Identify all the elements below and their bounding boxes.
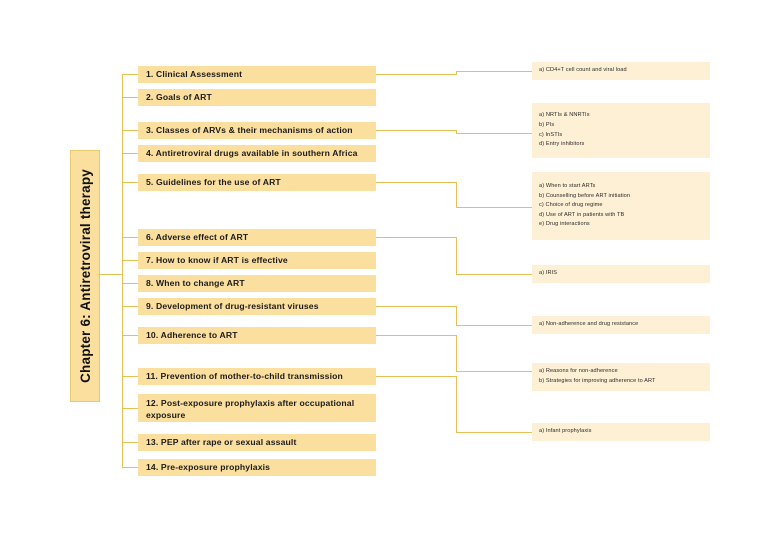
topic-box-4[interactable]: 4. Antiretroviral drugs available in sou… xyxy=(138,145,376,162)
sub-item: d) Entry inhibitors xyxy=(539,141,585,148)
sub-item: e) Drug interactions xyxy=(539,221,590,228)
connector-root-stub xyxy=(98,274,122,275)
root-topic-box[interactable]: Chapter 6: Antiretroviral therapy xyxy=(70,150,100,402)
sub-item: a) Infant prophylaxis xyxy=(539,428,592,435)
sub-item: b) PIs xyxy=(539,121,555,128)
connector-stub-2 xyxy=(122,97,138,98)
topic-label-6: 6. Adverse effect of ART xyxy=(146,231,249,242)
sub-item: a) Non-adherence and drug resistance xyxy=(539,321,639,328)
sub-item: a) IRIS xyxy=(539,270,558,277)
topic-label-2: 2. Goals of ART xyxy=(146,91,212,102)
topic-box-3[interactable]: 3. Classes of ARVs & their mechanisms of… xyxy=(138,122,376,139)
topic-box-2[interactable]: 2. Goals of ART xyxy=(138,89,376,106)
topic-box-12[interactable]: 12. Post-exposure prophylaxis after occu… xyxy=(138,394,376,422)
connector-stub-10 xyxy=(122,335,138,336)
connector-6-d-seg2 xyxy=(456,274,532,275)
connector-stub-11 xyxy=(122,376,138,377)
topic-box-13[interactable]: 13. PEP after rape or sexual assault xyxy=(138,434,376,451)
topic-label-10: 10. Adherence to ART xyxy=(146,329,238,340)
topic-label-12: 12. Post-exposure prophylaxis after occu… xyxy=(146,398,355,420)
connector-stub-4 xyxy=(122,153,138,154)
sub-box-arv-classes[interactable]: a) NRTIs & NNRTIs b) PIs c) InSTIs d) En… xyxy=(532,103,710,158)
connector-1-a-jog xyxy=(456,71,457,75)
topic-label-8: 8. When to change ART xyxy=(146,277,245,288)
topic-box-5[interactable]: 5. Guidelines for the use of ART xyxy=(138,174,376,191)
connector-stub-3 xyxy=(122,130,138,131)
connector-3-b-seg1 xyxy=(376,130,456,131)
topic-label-3: 3. Classes of ARVs & their mechanisms of… xyxy=(146,124,353,135)
connector-9-e-seg2 xyxy=(456,325,532,326)
topic-label-4: 4. Antiretroviral drugs available in sou… xyxy=(146,147,358,158)
connector-10-f-seg2 xyxy=(456,371,532,372)
sub-box-pmtct[interactable]: a) Infant prophylaxis xyxy=(532,423,710,441)
connector-stub-8 xyxy=(122,283,138,284)
connector-stub-12 xyxy=(122,408,138,409)
topic-box-1[interactable]: 1. Clinical Assessment xyxy=(138,66,376,83)
connector-5-c-seg2 xyxy=(456,207,532,208)
topic-label-11: 11. Prevention of mother-to-child transm… xyxy=(146,370,343,381)
connector-9-e-seg1 xyxy=(376,306,456,307)
connector-9-e-jog xyxy=(456,306,457,326)
topic-box-9[interactable]: 9. Development of drug-resistant viruses xyxy=(138,298,376,315)
topic-label-5: 5. Guidelines for the use of ART xyxy=(146,176,281,187)
sub-item: a) NRTIs & NNRTIs xyxy=(539,112,590,119)
connector-1-a-seg1 xyxy=(376,74,456,75)
topic-label-14: 14. Pre-exposure prophylaxis xyxy=(146,461,271,472)
topic-label-7: 7. How to know if ART is effective xyxy=(146,254,288,265)
sub-box-drug-resistance[interactable]: a) Non-adherence and drug resistance xyxy=(532,316,710,334)
sub-box-adverse-effects[interactable]: a) IRIS xyxy=(532,265,710,283)
sub-box-adherence[interactable]: a) Reasons for non-adherence b) Strategi… xyxy=(532,363,710,391)
sub-item: a) Reasons for non-adherence xyxy=(539,368,618,375)
topic-box-11[interactable]: 11. Prevention of mother-to-child transm… xyxy=(138,368,376,385)
connector-11-g-jog xyxy=(456,376,457,433)
connector-3-b-jog xyxy=(456,130,457,134)
sub-item: b) Strategies for improving adherence to… xyxy=(539,378,656,384)
connector-6-d-jog xyxy=(456,237,457,275)
topic-label-1: 1. Clinical Assessment xyxy=(146,68,243,79)
connector-5-c-seg1 xyxy=(376,182,456,183)
topic-box-6[interactable]: 6. Adverse effect of ART xyxy=(138,229,376,246)
sub-item: a) CD4+T cell count and viral load xyxy=(539,67,627,74)
connector-stub-13 xyxy=(122,442,138,443)
topic-box-8[interactable]: 8. When to change ART xyxy=(138,275,376,292)
connector-stub-5 xyxy=(122,182,138,183)
connector-stub-1 xyxy=(122,74,138,75)
sub-box-clinical-assessment[interactable]: a) CD4+T cell count and viral load xyxy=(532,62,710,80)
connector-10-f-seg1 xyxy=(376,335,456,336)
topic-label-9: 9. Development of drug-resistant viruses xyxy=(146,300,319,311)
connector-stub-6 xyxy=(122,237,138,238)
sub-item: b) Counselling before ART initiation xyxy=(539,192,631,199)
sub-item: a) When to start ARTs xyxy=(539,183,596,190)
connector-11-g-seg1 xyxy=(376,376,456,377)
connector-5-c-jog xyxy=(456,182,457,208)
sub-item: d) Use of ART in patients with TB xyxy=(539,211,625,218)
sub-item: c) InSTIs xyxy=(539,131,563,138)
connector-6-d-seg1 xyxy=(376,237,456,238)
sub-box-art-guidelines[interactable]: a) When to start ARTs b) Counselling bef… xyxy=(532,172,710,240)
connector-spine xyxy=(122,74,123,468)
topic-label-13: 13. PEP after rape or sexual assault xyxy=(146,436,297,447)
topic-box-14[interactable]: 14. Pre-exposure prophylaxis xyxy=(138,459,376,476)
connector-stub-14 xyxy=(122,467,138,468)
connector-11-g-seg2 xyxy=(456,432,532,433)
connector-10-f-jog xyxy=(456,335,457,372)
topic-box-7[interactable]: 7. How to know if ART is effective xyxy=(138,252,376,269)
connector-1-a-seg2 xyxy=(456,71,532,72)
root-topic-label: Chapter 6: Antiretroviral therapy xyxy=(77,169,93,383)
connector-3-b-seg2 xyxy=(456,133,532,134)
connector-stub-9 xyxy=(122,306,138,307)
topic-box-10[interactable]: 10. Adherence to ART xyxy=(138,327,376,344)
connector-stub-7 xyxy=(122,260,138,261)
sub-item: c) Choice of drug regime xyxy=(539,202,603,209)
